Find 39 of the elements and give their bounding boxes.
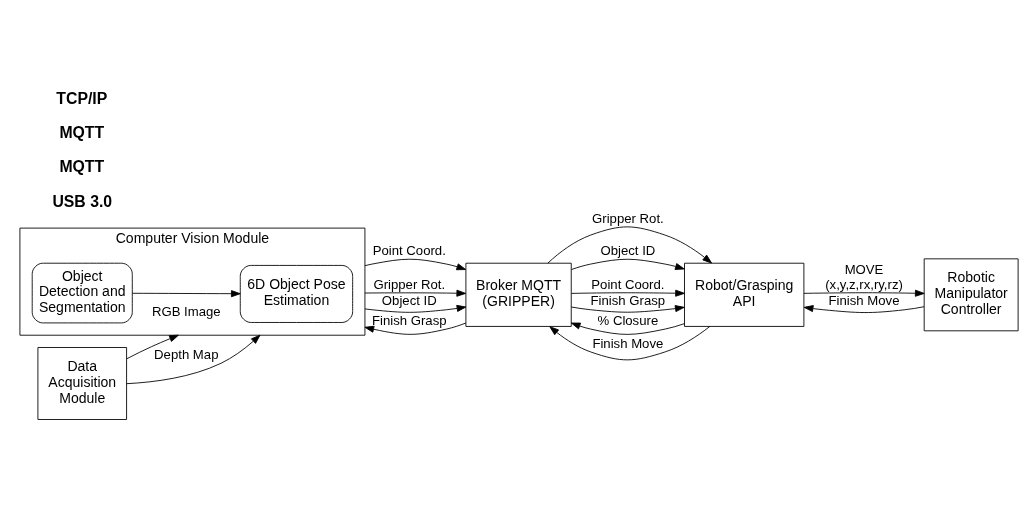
arrow [547,225,712,263]
edge-label: Finish Move [592,335,664,350]
edge-label: Gripper Rot. [592,210,664,226]
arrow [803,289,925,297]
edge-label: Object ID [600,242,656,258]
arrow [126,334,179,359]
node-box: Robot/Grasping API [684,262,805,327]
edge-label: Finish Move [828,292,900,308]
arrow [571,289,685,297]
edge-label: Depth Map [154,346,219,362]
arrow [570,304,685,313]
edge-label: RGB Image [151,303,221,319]
label: MQTT [59,123,105,141]
arrow [364,289,467,297]
edge-label: Point Coord. [372,242,446,258]
label: MQTT [59,157,105,175]
node-box: Object Detection and Segmentation [31,262,133,323]
edge-label: MOVE (x,y,z,rx,ry,rz) [825,261,903,292]
edge-label: Object ID [381,292,437,308]
arrow [364,304,467,313]
arrow [571,258,685,270]
arrow [549,325,711,360]
edge-label: % Closure [597,312,659,328]
node-box: Robotic Manipulator Controller [923,257,1019,331]
node-box: 6D Object Pose Estimation [239,264,354,323]
arrow [126,334,261,384]
edge-label: Gripper Rot. [373,276,446,292]
label: USB 3.0 [52,192,113,209]
arrow [570,322,685,335]
arrow [364,258,467,270]
edge-label: Finish Grasp [371,312,447,328]
edge-label: Finish Grasp [590,292,666,308]
node-box: Broker MQTT (GRIPPER) [465,262,572,327]
edge-label: Point Coord. [591,276,665,292]
label: TCP/IP [56,89,108,107]
arrow [803,304,925,313]
arrow [364,322,467,335]
node-box: Data Acquisition Module [37,346,127,420]
arrow [131,289,241,297]
